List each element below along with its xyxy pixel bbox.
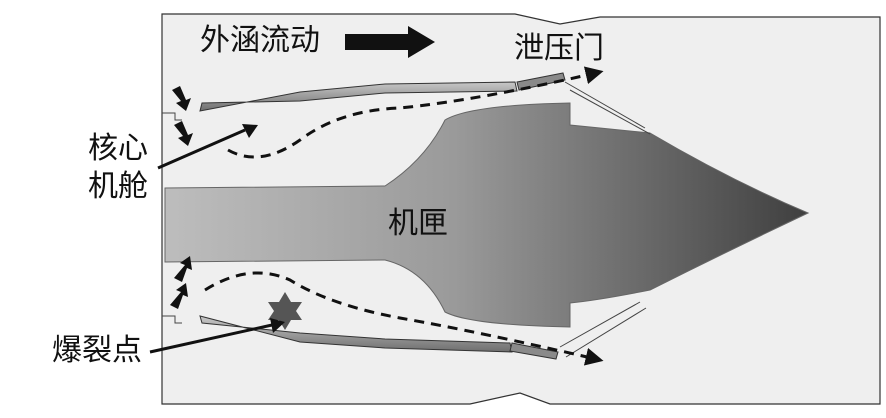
- upper-flow-path: [227, 66, 604, 159]
- lower-flow-path: [204, 271, 604, 366]
- burst-point-label: 爆裂点: [52, 333, 142, 368]
- label-pointers: [149, 124, 285, 354]
- lower-relief-door: [509, 342, 559, 360]
- inlet-flow-arrows: [170, 86, 193, 309]
- relief-door-label: 泄压门: [514, 31, 604, 66]
- core-nacelle-label-line1: 核心: [88, 131, 148, 166]
- casing-label: 机匣: [388, 206, 448, 241]
- upper-relief-door: [516, 72, 566, 91]
- upper-nacelle-wall: [199, 81, 518, 112]
- burst-star: [268, 292, 302, 330]
- bypass-flow-label: 外涵流动: [200, 23, 320, 58]
- bypass-flow-arrow-icon: [345, 26, 435, 58]
- lower-nacelle-wall: [199, 315, 513, 353]
- core-nacelle-label: 核心 机舱: [88, 130, 154, 205]
- core-casing: [164, 102, 810, 328]
- structure-lines: [162, 81, 651, 358]
- core-nacelle-label-line2: 机舱: [88, 168, 148, 204]
